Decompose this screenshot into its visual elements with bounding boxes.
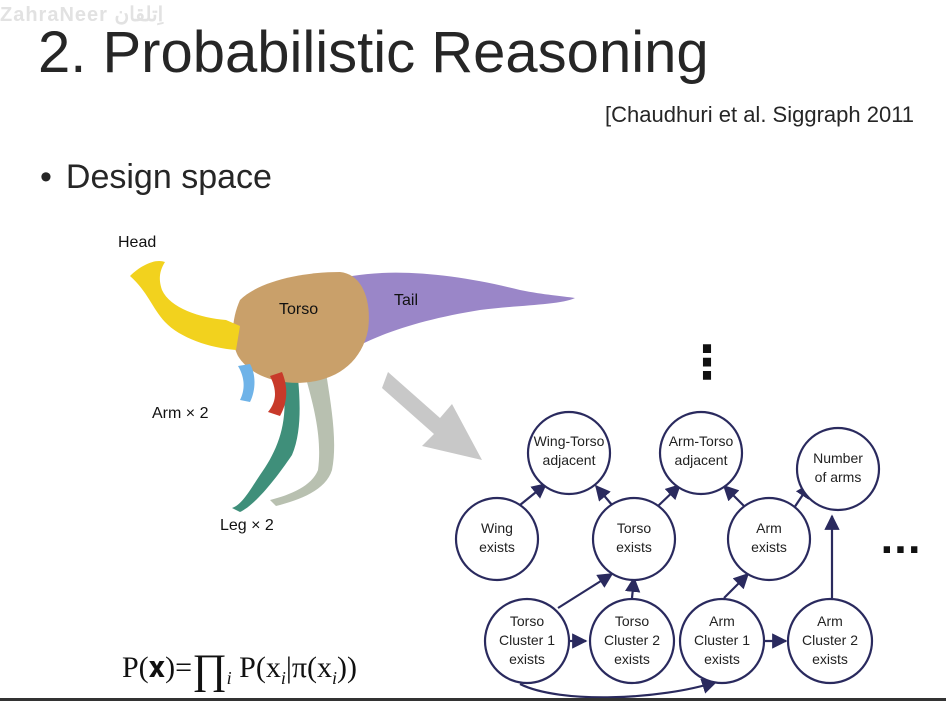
edge-arm-to-armtorso — [722, 484, 745, 507]
node-line: Arm — [709, 613, 735, 629]
bullet-point: • Design space — [40, 158, 272, 197]
leg-green — [232, 378, 300, 512]
node-line: Arm — [817, 613, 843, 629]
node-line: Cluster 2 — [604, 632, 660, 648]
node-line: Arm-Torso — [669, 433, 734, 449]
node-arm-exists: Arm exists — [726, 496, 812, 582]
node-line: exists — [812, 651, 848, 667]
edge-torso-to-wingtorso — [595, 484, 613, 506]
formula-mid: |π(x — [285, 651, 333, 684]
node-line: Torso — [615, 613, 649, 629]
formula-end: )) — [337, 651, 358, 684]
node-arm-torso-adjacent: Arm-Torso adjacent — [658, 410, 744, 496]
formula-sub-i: i — [280, 668, 286, 688]
slide-title: 2. Probabilistic Reasoning — [38, 20, 709, 85]
edge-tc1-to-ac1 — [519, 678, 718, 699]
arm-blue — [238, 364, 255, 402]
arm-red — [268, 372, 287, 416]
node-line: Torso — [510, 613, 544, 629]
edge-ac1-to-arm — [723, 572, 750, 599]
formula-rhs: P(x — [231, 651, 281, 684]
formula-sub-i-2: i — [332, 668, 338, 688]
probability-formula: P(𝐱)=∏i P(xi|π(xi)) — [122, 646, 357, 694]
dinosaur-model — [130, 260, 575, 512]
node-line: of arms — [815, 469, 862, 485]
node-line: Cluster 1 — [499, 632, 555, 648]
bullet-marker: • — [40, 158, 52, 196]
node-arm-cluster-2: Arm Cluster 2 exists — [786, 597, 874, 685]
torso — [232, 272, 369, 383]
label-arm: Arm × 2 — [152, 405, 209, 422]
node-arm-cluster-1: Arm Cluster 1 exists — [678, 597, 766, 685]
label-tail: Tail — [394, 292, 418, 309]
node-line: Arm — [756, 520, 782, 536]
tail — [352, 272, 575, 345]
edge-tc2-to-torso — [624, 576, 641, 599]
product-index: i — [226, 668, 232, 688]
node-line: exists — [509, 651, 545, 667]
citation: [Chaudhuri et al. Siggraph 2011 — [605, 102, 915, 127]
label-leg: Leg × 2 — [220, 517, 274, 534]
edge-torso-to-armtorso — [657, 483, 682, 507]
label-head: Head — [118, 234, 156, 251]
label-torso: Torso — [279, 301, 318, 318]
node-number-of-arms: Number of arms — [795, 426, 881, 512]
node-line: Wing — [481, 520, 513, 536]
node-line: exists — [751, 539, 787, 555]
node-line: Number — [813, 450, 863, 466]
bullet-text: Design space — [65, 158, 272, 196]
ellipsis-right: ··· — [880, 530, 921, 571]
edge-tc1-to-torso — [557, 573, 614, 609]
node-line: exists — [704, 651, 740, 667]
edge-wing-to-wingtorso — [519, 483, 548, 506]
formula-lhs: P(𝐱)= — [122, 651, 193, 684]
node-wing-torso-adjacent: Wing-Torso adjacent — [526, 410, 612, 496]
watermark: ZahraNeer اِتلقان — [0, 4, 164, 26]
node-line: adjacent — [675, 452, 728, 468]
node-line: adjacent — [543, 452, 596, 468]
node-line: Cluster 2 — [802, 632, 858, 648]
node-torso-cluster-2: Torso Cluster 2 exists — [588, 597, 676, 685]
node-wing-exists: Wing exists — [454, 496, 540, 582]
network-edges — [519, 482, 840, 699]
product-symbol: ∏ — [192, 647, 227, 693]
bottom-rule — [0, 698, 946, 701]
node-line: Wing-Torso — [534, 433, 605, 449]
leg-grey — [270, 372, 335, 506]
node-line: Cluster 1 — [694, 632, 750, 648]
node-line: exists — [479, 539, 515, 555]
node-line: exists — [616, 539, 652, 555]
big-arrow — [382, 372, 482, 460]
ellipsis-top: ⋮ — [684, 335, 730, 389]
node-torso-exists: Torso exists — [591, 496, 677, 582]
node-line: Torso — [617, 520, 651, 536]
head-neck — [130, 260, 240, 350]
node-torso-cluster-1: Torso Cluster 1 exists — [483, 597, 571, 685]
node-line: exists — [614, 651, 650, 667]
